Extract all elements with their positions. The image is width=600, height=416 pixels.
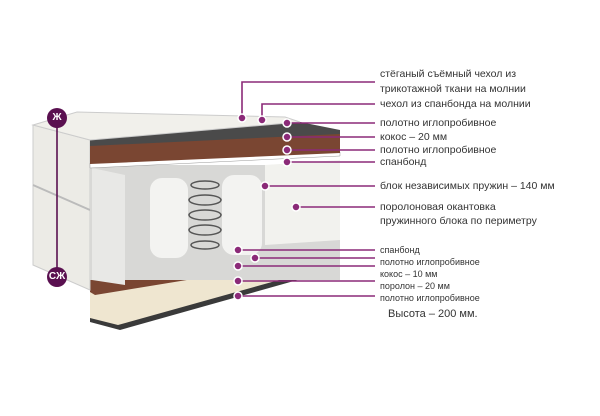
label-cover-1: стёганый съёмный чехол из — [380, 68, 517, 80]
medium-firm-side-badge: СЖ — [47, 267, 67, 287]
felt-layer — [90, 122, 340, 146]
height-note: Высота – 200 мм. — [388, 308, 478, 320]
label-cover-2: трикотажной ткани на молнии — [380, 83, 526, 95]
label-felt-top: полотно иглопробивное — [380, 117, 497, 129]
spring-pocket — [150, 178, 188, 258]
spring-coil — [188, 180, 222, 250]
label-felt-bottom: полотно иглопробивное — [380, 257, 480, 267]
coir-layer — [90, 133, 340, 164]
firm-side-badge: Ж — [47, 108, 67, 128]
label-spring-block: блок независимых пружин – 140 мм — [380, 180, 555, 192]
label-foam-border-1: поролоновая окантовка — [380, 201, 496, 213]
label-coir-20: кокос – 20 мм — [380, 131, 448, 143]
leader-lines — [56, 81, 375, 297]
side-cover — [32, 124, 91, 291]
top-cover — [31, 111, 301, 141]
leader-dots — [233, 113, 301, 301]
foam-border-front — [92, 168, 125, 285]
label-spunbond-top: спанбонд — [380, 156, 427, 168]
label-felt-bottom-2: полотно иглопробивное — [380, 293, 480, 303]
label-spunbond-bottom: спанбонд — [380, 245, 420, 255]
label-coir-10: кокос – 10 мм — [380, 269, 438, 279]
label-foam-border-2: пружинного блока по периметру — [380, 215, 537, 227]
foam-border-right — [265, 160, 340, 245]
label-felt-top-2: полотно иглопробивное — [380, 144, 497, 156]
label-spunbond-cover: чехол из спанбонда на молнии — [380, 98, 531, 110]
label-foam-20: поролон – 20 мм — [380, 281, 450, 291]
